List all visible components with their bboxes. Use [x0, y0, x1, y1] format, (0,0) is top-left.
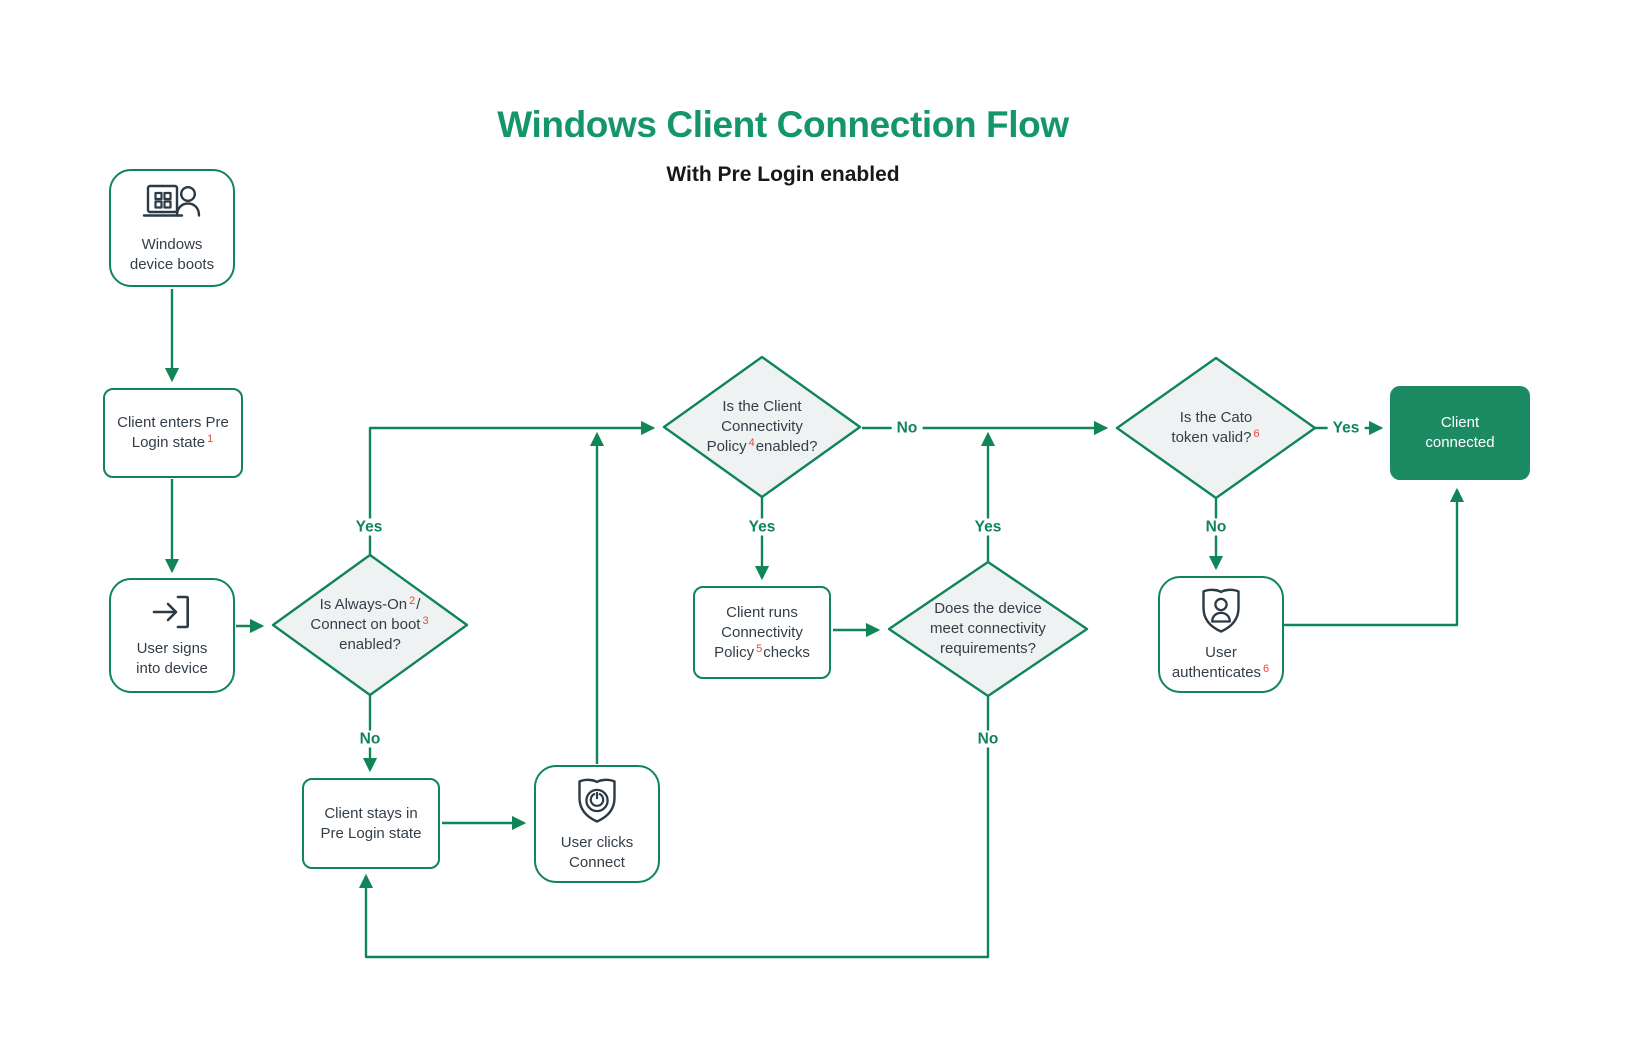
footnote-superscript: 3 [422, 615, 429, 627]
label-part: Windows [141, 235, 203, 253]
label-part: device boots [129, 255, 215, 273]
label-part: Is the Client [722, 398, 802, 415]
label-part: Is Always-On [319, 596, 408, 613]
label-part: connected [1425, 434, 1495, 451]
footnote-superscript: 4 [748, 437, 755, 449]
footnote-superscript: 5 [756, 642, 763, 655]
edge-label-always-on-yes: Yes [350, 518, 388, 536]
decision-ccp-enabled [662, 355, 862, 499]
label-part: Login state [131, 434, 206, 451]
edge-label-token-no: No [1200, 518, 1232, 536]
edge-label-always-on-no: No [354, 730, 386, 748]
footnote-superscript: 6 [1263, 663, 1270, 675]
label-part: Does the device [934, 600, 1042, 617]
sign-in-icon [152, 595, 189, 629]
footnote-superscript: 2 [409, 595, 416, 607]
decision-token-valid [1115, 356, 1317, 500]
label-part: Connectivity [721, 418, 803, 435]
label-part: User [1205, 644, 1237, 661]
node-label: Client connected [1425, 413, 1494, 453]
node-user-signs-into-device: User signs into device [109, 578, 235, 693]
label-part: User signs [136, 640, 208, 657]
decision-always-on [271, 553, 469, 697]
label-part: User clicks [560, 833, 634, 851]
label-part: Pre Login state [320, 824, 422, 842]
label-part: checks [763, 643, 810, 661]
node-label: User signs into device [136, 639, 208, 679]
node-windows-device-boots: Windows device boots [109, 169, 235, 287]
shield-power-icon [578, 778, 616, 823]
edge-device-no-loop [358, 696, 990, 959]
label-part: Connect on boot [310, 616, 421, 633]
edge-label-ccp-no: No [891, 419, 923, 437]
label-part: Connectivity [721, 623, 803, 641]
edge-alwayson-yes [368, 420, 656, 555]
label-part: token valid? [1171, 429, 1252, 446]
shield-user-icon [1202, 588, 1240, 633]
label-part: Client enters Pre [117, 414, 229, 431]
label-part: authenticates [1171, 664, 1262, 681]
node-client-connected: Client connected [1390, 386, 1530, 480]
label-part: Connect [569, 853, 625, 871]
laptop-user-icon [142, 184, 201, 217]
label-part: Client runs [726, 603, 798, 621]
label-part: Policy [714, 643, 755, 661]
label-part: into device [136, 660, 208, 677]
label-part: requirements? [940, 640, 1036, 657]
edge-label-token-yes: Yes [1327, 419, 1365, 437]
page-title: Windows Client Connection Flow [497, 104, 1069, 145]
label-part: enabled? [339, 636, 401, 653]
footnote-superscript: 1 [207, 433, 214, 445]
edge-label-device-yes: Yes [969, 518, 1007, 536]
footnote-superscript: 6 [1253, 428, 1260, 440]
label-part: / [416, 596, 421, 613]
edge-auth-to-connected [1284, 487, 1465, 627]
edge-label-ccp-yes: Yes [743, 518, 781, 536]
decision-meets-requirements [887, 560, 1089, 698]
label-part: Policy [706, 438, 747, 455]
label-part: Client stays in [324, 804, 418, 822]
page-subtitle: With Pre Login enabled [666, 163, 900, 186]
label-part: Client [1440, 414, 1480, 431]
edge-label-device-no: No [972, 730, 1004, 748]
label-part: meet connectivity [930, 620, 1046, 637]
node-label: Windows device boots [130, 235, 214, 275]
node-client-stays-prelogin: Client stays in Pre Login state [302, 778, 440, 869]
decision-meets-requirements-label: Does the device meet connectivity requirem… [900, 599, 1076, 659]
label-part: enabled? [755, 438, 818, 455]
decision-token-valid-label: Is the Cato token valid?6 [1128, 408, 1304, 448]
label-part: Is the Cato [1179, 409, 1253, 426]
node-label: Client stays in Pre Login state [321, 804, 422, 844]
